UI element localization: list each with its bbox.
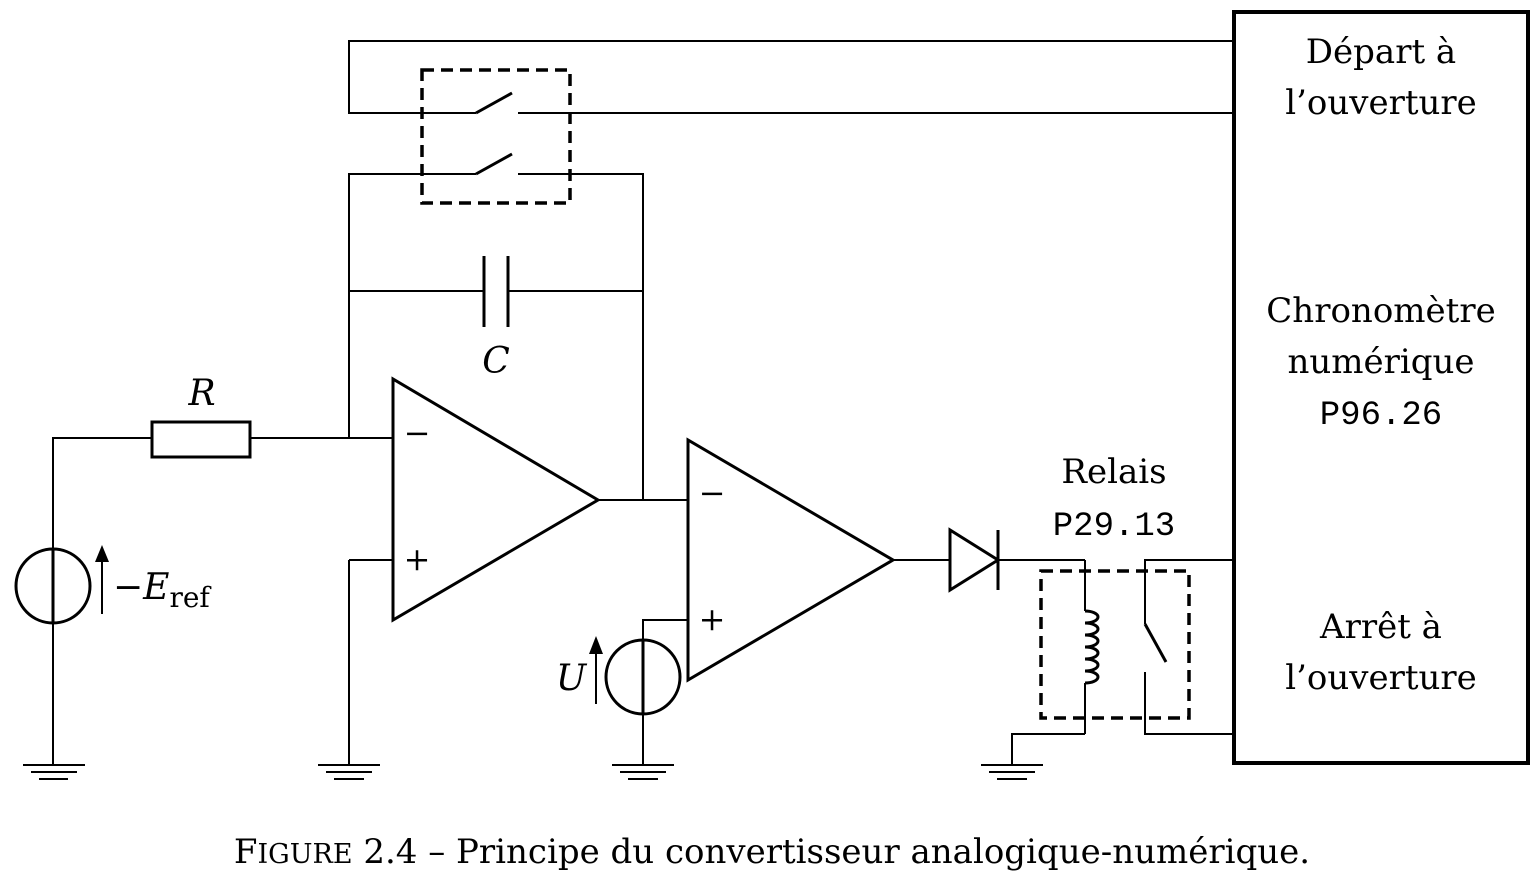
- ground-icon: [612, 764, 674, 780]
- opamp2-minus-label: −: [699, 474, 726, 512]
- figure-caption: FIGURE 2.4 – Principe du convertisseur a…: [234, 832, 1310, 872]
- chronometer-box: [1232, 10, 1530, 765]
- threshold-voltage-label: U: [556, 658, 588, 699]
- chrono-name-line1: Chronomètre: [1266, 291, 1495, 331]
- chrono-name-line2: numérique: [1287, 342, 1474, 382]
- opamp1-plus-label: +: [404, 540, 431, 578]
- chrono-start-line1: Départ à: [1306, 32, 1456, 72]
- resistor: [150, 420, 252, 459]
- diode: [893, 527, 1085, 593]
- relay-coil: [1011, 560, 1100, 765]
- reset-switch: [348, 152, 644, 500]
- relay-ref-label: P29.13: [1053, 508, 1175, 546]
- relay-name-label: Relais: [1061, 452, 1166, 492]
- reference-voltage-label: −Eref: [113, 567, 212, 614]
- ground-icon: [23, 764, 85, 780]
- chrono-start-line2: l’ouverture: [1285, 83, 1477, 123]
- resistor-label: R: [187, 373, 215, 414]
- ground-icon: [981, 764, 1043, 780]
- chrono-stop-line1: Arrêt à: [1319, 607, 1442, 647]
- chrono-stop-line2: l’ouverture: [1285, 658, 1477, 698]
- ground-icon: [318, 559, 393, 780]
- relay-switch: [1143, 559, 1234, 735]
- capacitor-label: C: [482, 341, 510, 382]
- relay-enclosure: [1039, 569, 1191, 720]
- capacitor: [349, 256, 643, 327]
- threshold-source: [589, 619, 688, 765]
- arrow-icon: [589, 636, 603, 654]
- arrow-icon: [95, 545, 109, 562]
- opamp1-minus-label: −: [404, 414, 431, 452]
- opamp-comparator: [686, 437, 896, 683]
- opamp2-plus-label: +: [699, 600, 726, 638]
- reset-switch-enclosure: [420, 68, 572, 205]
- reference-source: [14, 437, 393, 765]
- chrono-ref-label: P96.26: [1320, 397, 1442, 435]
- opamp-integrator: [391, 376, 601, 623]
- start-trigger-wires: [348, 40, 1234, 115]
